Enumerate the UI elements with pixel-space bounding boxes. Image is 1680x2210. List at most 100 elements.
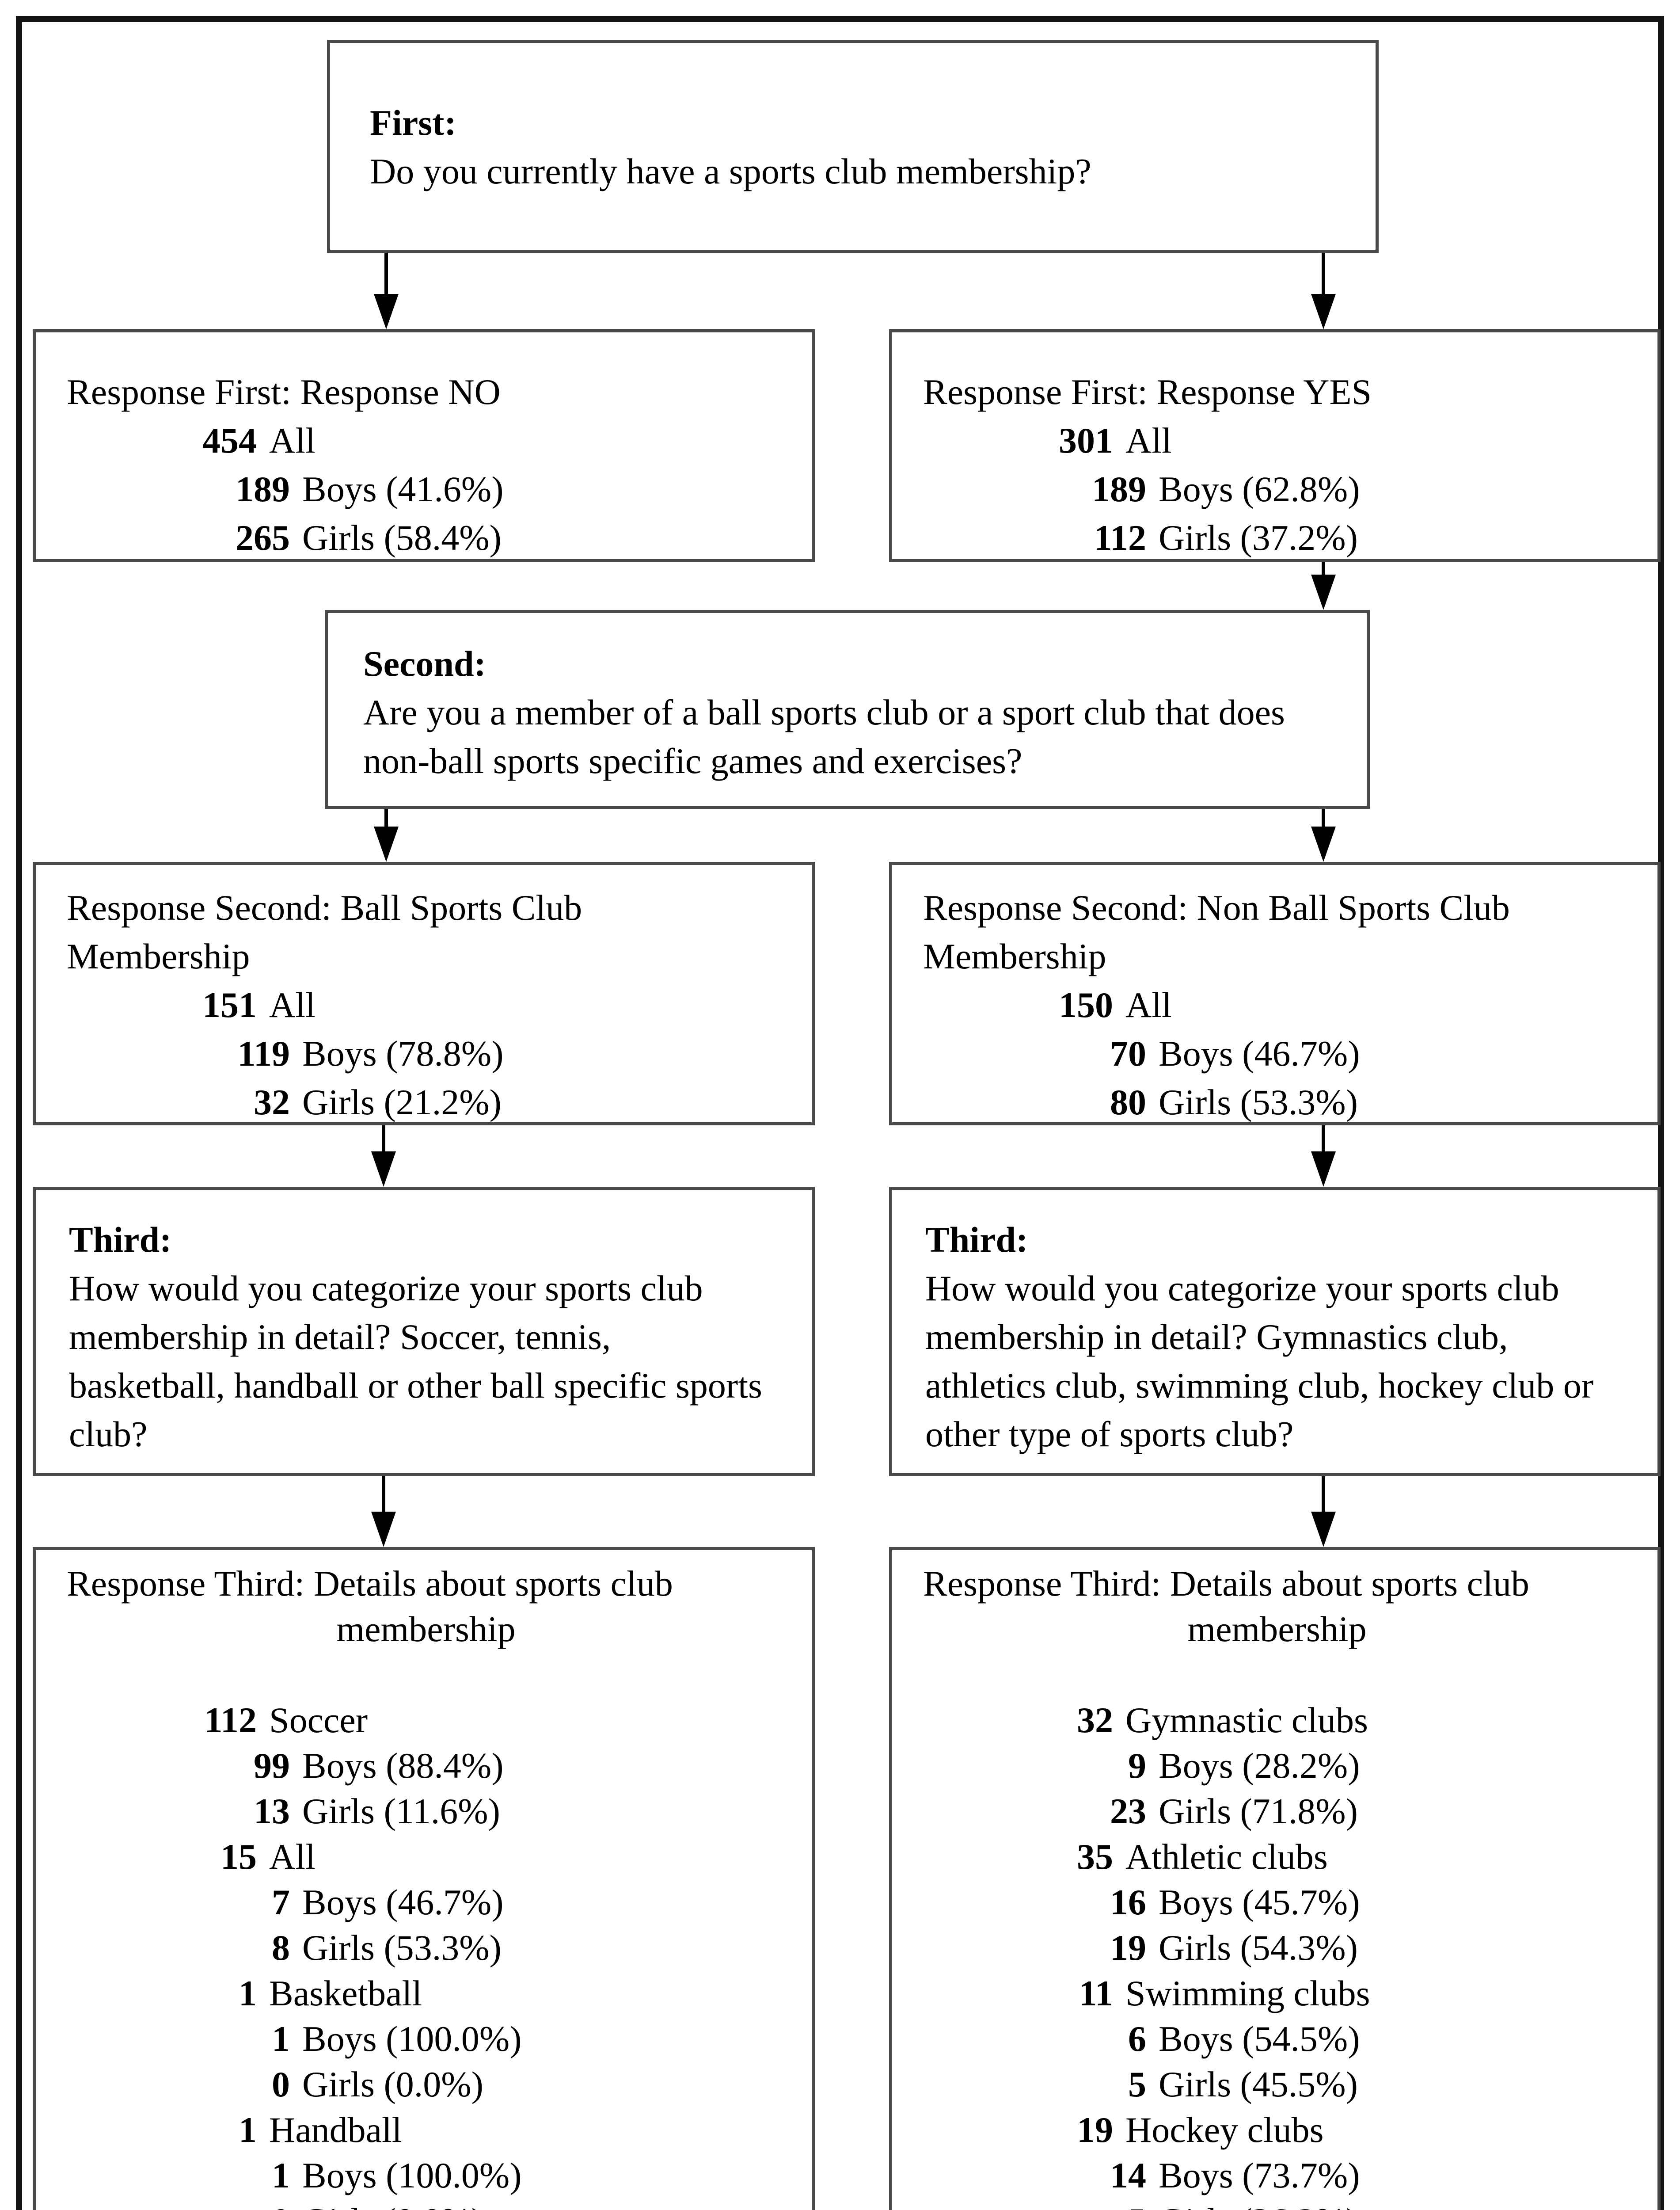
- stat-count: 112: [204, 1700, 257, 1740]
- question-text: membership in detail? Gymnastics club,: [925, 1317, 1508, 1357]
- stat-count: 5: [1128, 2064, 1146, 2104]
- question-heading: Second:: [363, 644, 486, 684]
- stat-row: 1 Handball: [67, 2107, 785, 2153]
- stat-count: 80: [1110, 1082, 1146, 1122]
- question-text: How would you categorize your sports clu…: [925, 1268, 1559, 1308]
- question-text: basketball, handball or other ball speci…: [69, 1365, 762, 1406]
- stat-count: 14: [1110, 2155, 1146, 2195]
- spacer: [923, 1652, 1631, 1697]
- arrow-yes-to-second: [1310, 562, 1337, 610]
- question-heading: Third:: [925, 1219, 1028, 1260]
- stat-label: Hockey clubs: [1125, 2110, 1324, 2150]
- stat-label: Boys (28.2%): [1159, 1745, 1360, 1786]
- stat-count: 9: [1128, 1745, 1146, 1786]
- response-title: membership: [1187, 1609, 1367, 1649]
- response-title: Response Third: Details about sports clu…: [923, 1563, 1529, 1604]
- response-second-ball-box: Response Second: Ball Sports Club Member…: [33, 862, 815, 1125]
- stat-count: 13: [254, 1791, 290, 1831]
- response-title: Membership: [67, 936, 250, 976]
- stat-count: 1: [272, 2019, 290, 2059]
- stat-row: 14 Boys (73.7%): [923, 2153, 1631, 2198]
- stat-count: 15: [220, 1837, 257, 1877]
- stat-count: 35: [1077, 1837, 1113, 1877]
- stat-count: 1: [239, 2110, 257, 2150]
- stat-row: 19 Girls (54.3%): [923, 1925, 1631, 1970]
- arrow-first-to-response-no: [373, 253, 399, 329]
- stat-label: Girls (45.5%): [1159, 2064, 1358, 2104]
- stat-count: 0: [67, 2198, 290, 2210]
- stat-label: Boys (46.7%): [1159, 1033, 1360, 1074]
- stat-count: 8: [272, 1928, 290, 1968]
- stat-label: All: [269, 420, 315, 461]
- response-third-ball-box: Response Third: Details about sports clu…: [33, 1547, 815, 2210]
- arrow-second-to-ball: [373, 809, 399, 862]
- arrow-shaft: [384, 253, 388, 297]
- response-second-nonball-box: Response Second: Non Ball Sports Club Me…: [889, 862, 1661, 1125]
- outer-frame: [16, 16, 1664, 2210]
- response-title: Response Second: Non Ball Sports Club: [923, 888, 1510, 928]
- stat-row: 9 Boys (28.2%): [923, 1743, 1631, 1788]
- arrow-shaft: [1322, 809, 1325, 829]
- stat-label: Girls (0.0%): [302, 2064, 483, 2104]
- arrow-down-icon: [374, 827, 399, 862]
- spacer: [67, 1652, 785, 1697]
- stat-label: Girls (71.8%): [1159, 1791, 1358, 1831]
- stat-label: Boys (62.8%): [1159, 469, 1360, 509]
- stat-row: 112 Soccer: [67, 1697, 785, 1743]
- stat-label: Girls (54.3%): [1159, 1928, 1358, 1968]
- arrow-down-icon: [1311, 827, 1336, 862]
- arrow-down-icon: [371, 1151, 396, 1187]
- stat-label: Girls (11.6%): [302, 1791, 500, 1831]
- stat-count: 151: [202, 985, 257, 1025]
- arrow-ball-to-third: [370, 1125, 397, 1187]
- stat-label: Handball: [269, 2110, 402, 2150]
- question-heading: First:: [370, 103, 456, 143]
- stat-count: 119: [237, 1033, 290, 1074]
- question-text: non-ball sports specific games and exerc…: [363, 741, 1022, 781]
- stat-label: Girls (21.2%): [302, 1082, 502, 1122]
- stat-label: Boys (45.7%): [1159, 1882, 1360, 1922]
- stat-label: Gymnastic clubs: [1125, 1700, 1368, 1740]
- stat-label: Soccer: [269, 1700, 368, 1740]
- response-title: membership: [336, 1609, 516, 1649]
- stat-row: 13 Girls (11.6%): [67, 1788, 785, 1834]
- arrow-shaft: [1322, 253, 1325, 297]
- stat-count: 7: [272, 1882, 290, 1922]
- question-third-ball-box: Third: How would you categorize your spo…: [33, 1187, 815, 1476]
- stat-row: 1 Boys (100.0%): [67, 2016, 785, 2061]
- stat-label: Boys (78.8%): [302, 1033, 504, 1074]
- stat-count: 1: [272, 2155, 290, 2195]
- question-text: membership in detail? Soccer, tennis,: [69, 1317, 611, 1357]
- stat-label: Boys (100.0%): [302, 2019, 522, 2059]
- question-text: other type of sports club?: [925, 1414, 1294, 1454]
- stat-label: Boys (73.7%): [1159, 2155, 1360, 2195]
- stat-label: All: [269, 1837, 315, 1877]
- arrow-shaft: [1322, 562, 1325, 577]
- arrow-down-icon: [1311, 294, 1336, 329]
- stat-label: All: [1125, 985, 1172, 1025]
- stat-count: 112: [1094, 518, 1146, 558]
- stat-count: 6: [1128, 2019, 1146, 2059]
- stat-count: 19: [1110, 1928, 1146, 1968]
- response-title: Membership: [923, 936, 1106, 976]
- question-text: How would you categorize your sports clu…: [69, 1268, 703, 1308]
